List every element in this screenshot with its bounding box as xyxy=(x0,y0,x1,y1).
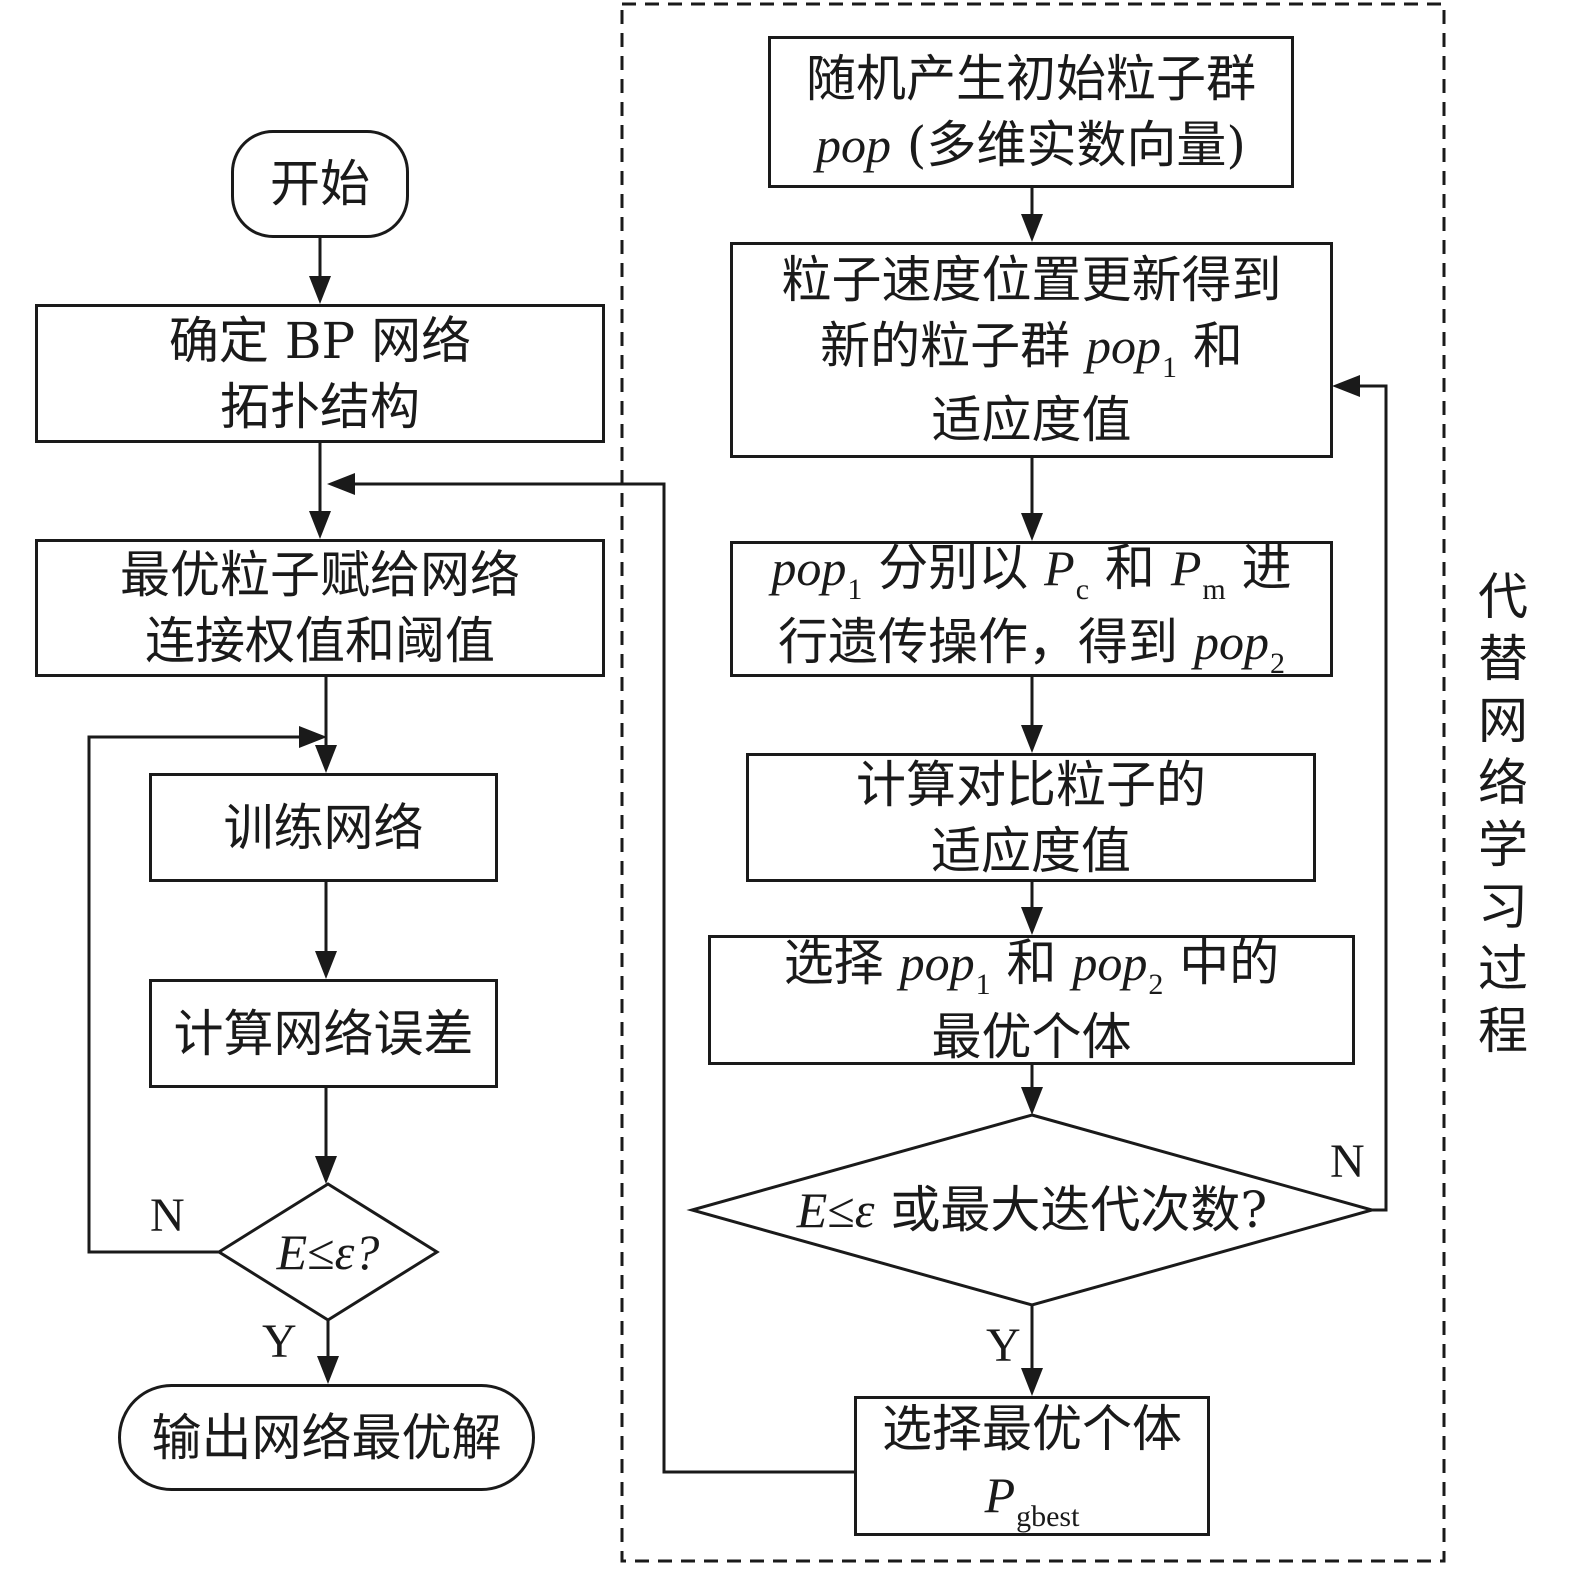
genetic-pop-sub1: 1 xyxy=(847,573,863,606)
loop-no-to-train xyxy=(87,735,300,1254)
arrowhead-loop-train xyxy=(299,726,327,748)
arrowhead-train xyxy=(315,745,337,773)
left-decision-text: E≤ε? xyxy=(229,1222,427,1282)
genetic-pc-sub: c xyxy=(1075,573,1090,606)
update-line-1: 粒子速度位置更新得到 xyxy=(781,251,1282,309)
output-label: 输出网络最优解 xyxy=(151,1408,502,1467)
compute-error-box: 计算网络误差 xyxy=(149,979,498,1088)
loop-no-to-update xyxy=(1358,384,1388,1212)
update-particles-box: 粒子速度位置更新得到 新的粒子群 pop1 和 适应度值 xyxy=(730,242,1333,458)
arrowhead-error xyxy=(315,951,337,979)
genetic-pop2-sub: 2 xyxy=(1269,647,1285,680)
init-line-2: (多维实数向量) xyxy=(891,116,1246,174)
update-line-3: 适应度值 xyxy=(931,391,1132,449)
train-label: 训练网络 xyxy=(223,798,424,857)
right-no-label: N xyxy=(1330,1135,1365,1188)
genetic-pm: P xyxy=(1170,540,1202,596)
select-line-2: 最优个体 xyxy=(931,1008,1132,1066)
init-pop-var: pop xyxy=(816,117,892,173)
arrowheads xyxy=(299,214,1360,1396)
compute-line-1: 计算对比粒子的 xyxy=(856,755,1206,814)
select-pop1-var: pop xyxy=(899,935,975,991)
assign-weights-box: 最优粒子赋给网络 连接权值和阈值 xyxy=(35,539,605,677)
left-yes-label: Y xyxy=(262,1315,297,1368)
arrowhead-genetic xyxy=(1021,513,1043,541)
best-line-1: 选择最优个体 xyxy=(882,1400,1182,1458)
determine-topology-box: 确定 BP 网络 拓扑结构 xyxy=(35,304,605,443)
error-label: 计算网络误差 xyxy=(173,1004,474,1063)
update-line-2-pre: 新的粒子群 xyxy=(820,317,1086,375)
start-node: 开始 xyxy=(231,130,409,238)
select-mid: 和 xyxy=(990,934,1073,992)
determine-line-2: 拓扑结构 xyxy=(220,377,420,436)
arrowhead-assign xyxy=(309,511,331,539)
arrowhead-right-decision xyxy=(1021,1087,1043,1115)
left-decision-le: ≤ xyxy=(307,1224,335,1280)
arrowhead-loop-update xyxy=(1332,375,1360,397)
genetic-pop2-var: pop xyxy=(1193,614,1269,670)
genetic-text-2: 和 xyxy=(1089,539,1171,597)
arrowhead-determine xyxy=(309,276,331,304)
genetic-pop-var: pop xyxy=(771,540,847,596)
assign-line-1: 最优粒子赋给网络 xyxy=(120,546,520,604)
start-label: 开始 xyxy=(270,155,370,213)
init-line-1: 随机产生初始粒子群 xyxy=(806,50,1256,108)
init-population-box: 随机产生初始粒子群 pop (多维实数向量) xyxy=(768,36,1294,188)
best-P: P xyxy=(984,1467,1016,1523)
select-pre: 选择 xyxy=(783,934,900,992)
right-yes-label: Y xyxy=(986,1319,1021,1372)
arrowhead-output xyxy=(317,1356,339,1384)
select-pop1-sub: 1 xyxy=(975,968,991,1001)
right-decision-le: ≤ xyxy=(827,1182,855,1238)
genetic-text-1: 分别以 xyxy=(862,539,1045,597)
compute-fitness-box: 计算对比粒子的 适应度值 xyxy=(746,753,1316,882)
update-pop-sub: 1 xyxy=(1162,351,1177,384)
compute-line-2: 适应度值 xyxy=(931,821,1131,880)
arrowhead-update xyxy=(1021,214,1043,242)
best-P-sub: gbest xyxy=(1016,1500,1080,1533)
select-post: 中的 xyxy=(1163,934,1280,992)
left-decision-E: E xyxy=(276,1224,308,1280)
left-decision-q: ? xyxy=(354,1224,380,1280)
select-gbest-box: 选择最优个体 Pgbest xyxy=(854,1396,1210,1536)
arrowhead-select xyxy=(1021,907,1043,935)
genetic-line-2-pre: 行遗传操作，得到 xyxy=(778,613,1194,671)
genetic-pm-sub: m xyxy=(1202,573,1226,606)
left-no-label: N xyxy=(150,1189,185,1242)
right-decision-E: E xyxy=(796,1182,828,1238)
arrowhead-best xyxy=(1021,1368,1043,1396)
update-pop-var: pop xyxy=(1086,318,1161,374)
assign-line-2: 连接权值和阈值 xyxy=(145,612,495,670)
dashed-region-border xyxy=(620,2,1446,1563)
output-node: 输出网络最优解 xyxy=(118,1384,535,1491)
arrowhead-compute xyxy=(1021,725,1043,753)
region-label: 代替网络学习过程 xyxy=(1478,568,1528,1060)
left-decision-eps: ε xyxy=(334,1224,355,1280)
genetic-operation-box: pop1 分别以 Pc 和 Pm 进 行遗传操作，得到 pop2 xyxy=(730,539,1333,680)
select-pop2-var: pop xyxy=(1072,935,1148,991)
determine-line-1: 确定 BP 网络 xyxy=(168,311,472,370)
genetic-text-3: 进 xyxy=(1225,539,1292,597)
arrowhead-decision xyxy=(315,1156,337,1184)
genetic-pc: P xyxy=(1044,540,1075,596)
train-network-box: 训练网络 xyxy=(149,773,498,882)
select-best-box: 选择 pop1 和 pop2 中的 最优个体 xyxy=(708,934,1355,1066)
arrow-best-to-assign xyxy=(354,482,854,1474)
update-line-2-post: 和 xyxy=(1177,317,1243,375)
select-pop2-sub: 2 xyxy=(1148,968,1164,1001)
right-decision-text-rest: 或最大迭代次数? xyxy=(874,1181,1268,1239)
right-decision-text: E≤ε 或最大迭代次数? xyxy=(742,1180,1322,1240)
arrowhead-merge-assign xyxy=(327,473,355,495)
right-decision-eps: ε xyxy=(854,1182,875,1238)
